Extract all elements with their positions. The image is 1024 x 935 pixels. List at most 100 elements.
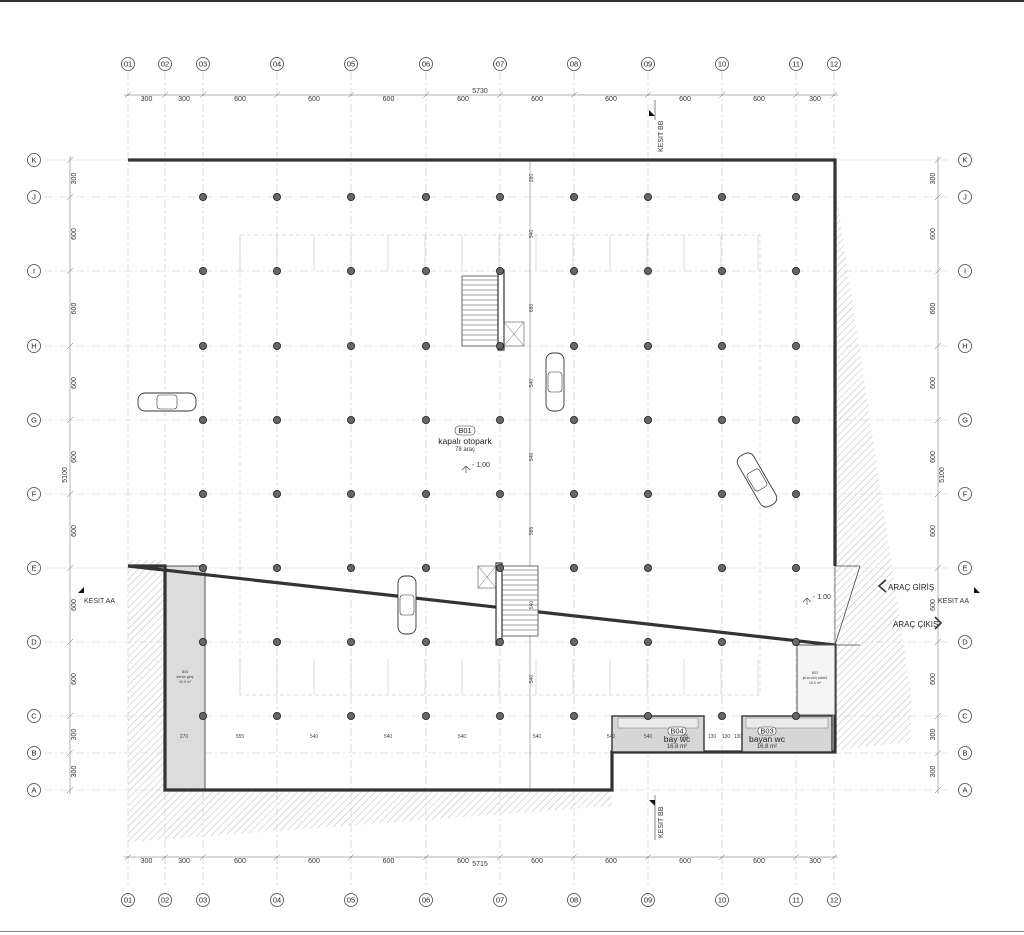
- structural-column: [272, 192, 281, 201]
- grid-bubble-label-row-H: H: [962, 342, 967, 351]
- dimension-text-bottom: 300: [809, 858, 821, 865]
- dimension-texts: 3003003003006006006006006006006006006006…: [62, 88, 946, 868]
- wc-block-b04: [611, 715, 705, 753]
- section-marker-aa-right: KESIT AA: [938, 587, 980, 605]
- room-area-b02: 15.0 m²: [809, 681, 822, 685]
- grid-bubble-row-D: [958, 635, 972, 649]
- dimension-total-side-right: 5100: [939, 467, 946, 483]
- car-south: [397, 575, 417, 635]
- grid-bubble-col-05: [344, 893, 358, 907]
- room-code-b03: B03: [760, 727, 773, 736]
- earth-hatch-east: [835, 185, 912, 750]
- dimension-text-side: 300: [930, 766, 937, 778]
- structural-column: [346, 192, 355, 201]
- level-marker-ramp: - 1.00: [802, 594, 831, 605]
- grid-bubble-row-H: [958, 339, 972, 353]
- dimension-tick: [570, 91, 578, 99]
- dimension-text-top: 600: [753, 96, 765, 103]
- structural-column: [792, 712, 801, 721]
- structural-column: [495, 564, 504, 573]
- grid-bubbles: 0101020203030404050506060707080809091010…: [27, 57, 972, 907]
- grid-bubble-col-01: [121, 57, 135, 71]
- dimension-text-interior-bottom: 540: [533, 734, 542, 740]
- structural-column: [570, 415, 579, 424]
- grid-bubble-row-G: [27, 413, 41, 427]
- structural-column: [792, 489, 801, 498]
- structural-column: [346, 341, 355, 350]
- level-text-ramp: - 1.00: [813, 594, 831, 601]
- grid-bubble-col-12: [827, 893, 841, 907]
- grid-bubble-col-10: [715, 893, 729, 907]
- structural-column: [718, 638, 727, 647]
- structural-column: [644, 564, 653, 573]
- dimension-text-interior: 680: [529, 304, 535, 313]
- page-top-rule: [0, 0, 1024, 2]
- section-marker-aa-left: KESIT AA: [78, 587, 115, 605]
- dimension-tick: [66, 638, 74, 646]
- structural-column: [272, 341, 281, 350]
- dimension-text-bottom: 600: [679, 858, 691, 865]
- grid-bubble-label-col-11: 11: [792, 60, 800, 69]
- structural-column: [644, 489, 653, 498]
- grid-bubble-col-03: [196, 893, 210, 907]
- dimension-tick: [644, 853, 652, 861]
- room-code-b05: B05: [182, 670, 188, 674]
- structural-column: [421, 341, 430, 350]
- grid-bubble-label-col-10: 10: [718, 896, 726, 905]
- vehicle-exit-text: ARAÇ ÇIKIŞ: [893, 620, 938, 629]
- grid-bubble-label-col-04: 04: [273, 896, 281, 905]
- dimension-text-top: 600: [234, 96, 246, 103]
- grid-bubble-label-col-02: 02: [161, 896, 169, 905]
- structural-column: [346, 638, 355, 647]
- car-east: [736, 452, 778, 508]
- dimension-tick: [66, 156, 74, 164]
- grid-bubble-label-row-F: F: [963, 490, 968, 499]
- generator-room: [796, 644, 836, 716]
- dimension-tick: [124, 91, 132, 99]
- structural-column: [495, 192, 504, 201]
- structural-column: [644, 266, 653, 275]
- dimension-tick: [792, 91, 800, 99]
- grid-bubble-row-E: [27, 561, 41, 575]
- vehicle-ramp: [834, 565, 861, 646]
- structural-column: [421, 266, 430, 275]
- dimension-text-bottom: 600: [457, 858, 469, 865]
- dimension-tick: [792, 853, 800, 861]
- dimension-text-top: 300: [141, 96, 153, 103]
- grid-bubble-col-11: [789, 57, 803, 71]
- grid-bubble-label-row-G: G: [31, 416, 37, 425]
- grid-bubble-col-07: [493, 57, 507, 71]
- grid-bubble-row-A: [27, 783, 41, 797]
- structural-column: [570, 564, 579, 573]
- dimension-text-side: 600: [71, 673, 78, 685]
- dimension-text-side: 600: [930, 599, 937, 611]
- grid-bubble-row-J: [958, 190, 972, 204]
- grid-bubble-label-col-09: 09: [644, 896, 652, 905]
- structural-column: [495, 638, 504, 647]
- dimension-tick: [934, 156, 942, 164]
- dimension-tick: [570, 853, 578, 861]
- grid-bubble-col-02: [158, 57, 172, 71]
- dimension-tick: [496, 91, 504, 99]
- grid-bubble-label-col-07: 07: [496, 896, 504, 905]
- dimension-text-interior-bottom: 540: [458, 734, 467, 740]
- dimension-text-side: 600: [71, 599, 78, 611]
- building-outline: [127, 158, 837, 792]
- grid-bubble-col-04: [270, 57, 284, 71]
- dimension-text-interior: 540: [529, 675, 535, 684]
- structural-column: [644, 415, 653, 424]
- dimension-text-interior-bottom: 540: [384, 734, 393, 740]
- structural-column: [421, 638, 430, 647]
- staircase-north: [461, 269, 525, 351]
- grid-bubble-label-row-K: K: [962, 156, 967, 165]
- dimension-tick: [422, 853, 430, 861]
- room-code-b01: B01: [458, 426, 471, 435]
- grid-bubble-row-I: [27, 264, 41, 278]
- grid-bubble-label-col-03: 03: [199, 60, 207, 69]
- staircase-south: [477, 562, 539, 646]
- dimension-tick: [161, 91, 169, 99]
- grid-bubble-row-J: [27, 190, 41, 204]
- dimension-text-bottom: 600: [531, 858, 543, 865]
- grid-bubble-label-col-05: 05: [347, 60, 355, 69]
- dimension-text-side: 600: [71, 525, 78, 537]
